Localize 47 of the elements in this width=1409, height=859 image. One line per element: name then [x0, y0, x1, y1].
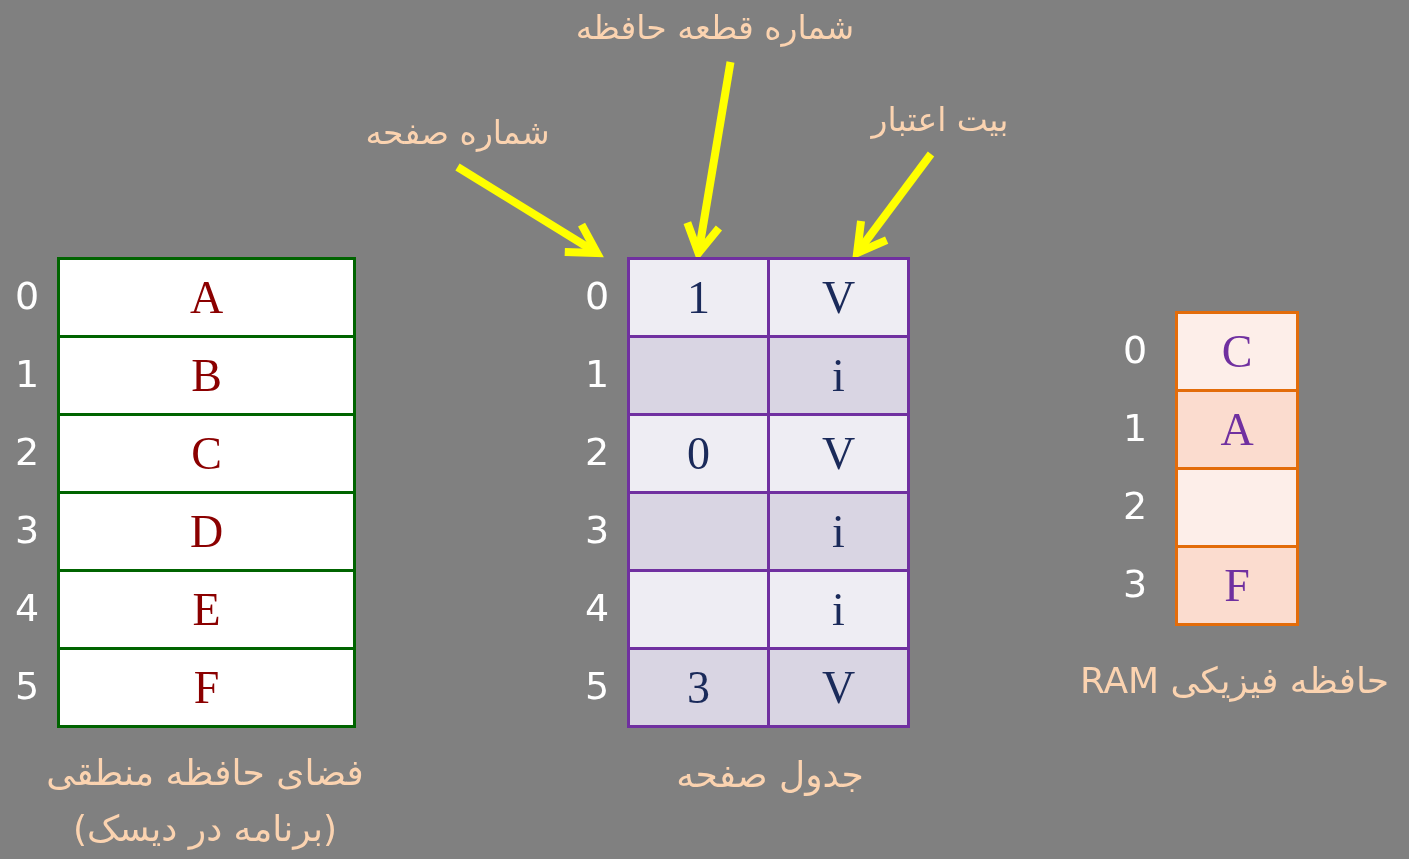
table-cell: D: [57, 491, 356, 572]
row-number: 4: [13, 586, 41, 630]
row-number: 5: [13, 664, 41, 708]
table-cell: i: [767, 491, 910, 572]
table-cell: [627, 569, 770, 650]
row-number: 1: [13, 352, 41, 396]
table-cell: A: [57, 257, 356, 338]
table-cell: i: [767, 569, 910, 650]
table-cell: 0: [627, 413, 770, 494]
table-cell: F: [1175, 545, 1299, 626]
table-cell: 1: [627, 257, 770, 338]
table-caption: فضای حافظه منطقی (برنامه در دیسک): [45, 751, 365, 852]
table-cell: C: [1175, 311, 1299, 392]
table-cell: [1175, 467, 1299, 548]
table-cell: [627, 491, 770, 572]
table-cell: 3: [627, 647, 770, 728]
table-cell: V: [767, 413, 910, 494]
row-number: 0: [583, 274, 611, 318]
table-cell: A: [1175, 389, 1299, 470]
table-cell: i: [767, 335, 910, 416]
row-number: 0: [13, 274, 41, 318]
table-cell: [627, 335, 770, 416]
arrow: [683, 61, 735, 257]
row-number: 4: [583, 586, 611, 630]
row-number: 2: [13, 430, 41, 474]
table-cell: F: [57, 647, 356, 728]
table-cell: C: [57, 413, 356, 494]
pointer-label: شماره صفحه: [355, 105, 560, 161]
row-number: 5: [583, 664, 611, 708]
table-caption: جدول صفحه: [675, 753, 865, 798]
row-number: 3: [13, 508, 41, 552]
row-number: 3: [583, 508, 611, 552]
table-cell: V: [767, 647, 910, 728]
table-caption: حافظه فیزیکی RAM: [1078, 659, 1391, 704]
row-number: 1: [1121, 406, 1149, 450]
row-number: 0: [1121, 328, 1149, 372]
row-number: 2: [583, 430, 611, 474]
row-number: 1: [583, 352, 611, 396]
row-number: 2: [1121, 484, 1149, 528]
table-cell: V: [767, 257, 910, 338]
table-cell: E: [57, 569, 356, 650]
arrow: [455, 163, 601, 257]
arrow: [853, 151, 935, 257]
pointer-label: بیت اعتبار: [850, 92, 1030, 148]
row-number: 3: [1121, 562, 1149, 606]
table-cell: B: [57, 335, 356, 416]
pointer-label: شماره قطعه حافظه: [560, 0, 870, 56]
